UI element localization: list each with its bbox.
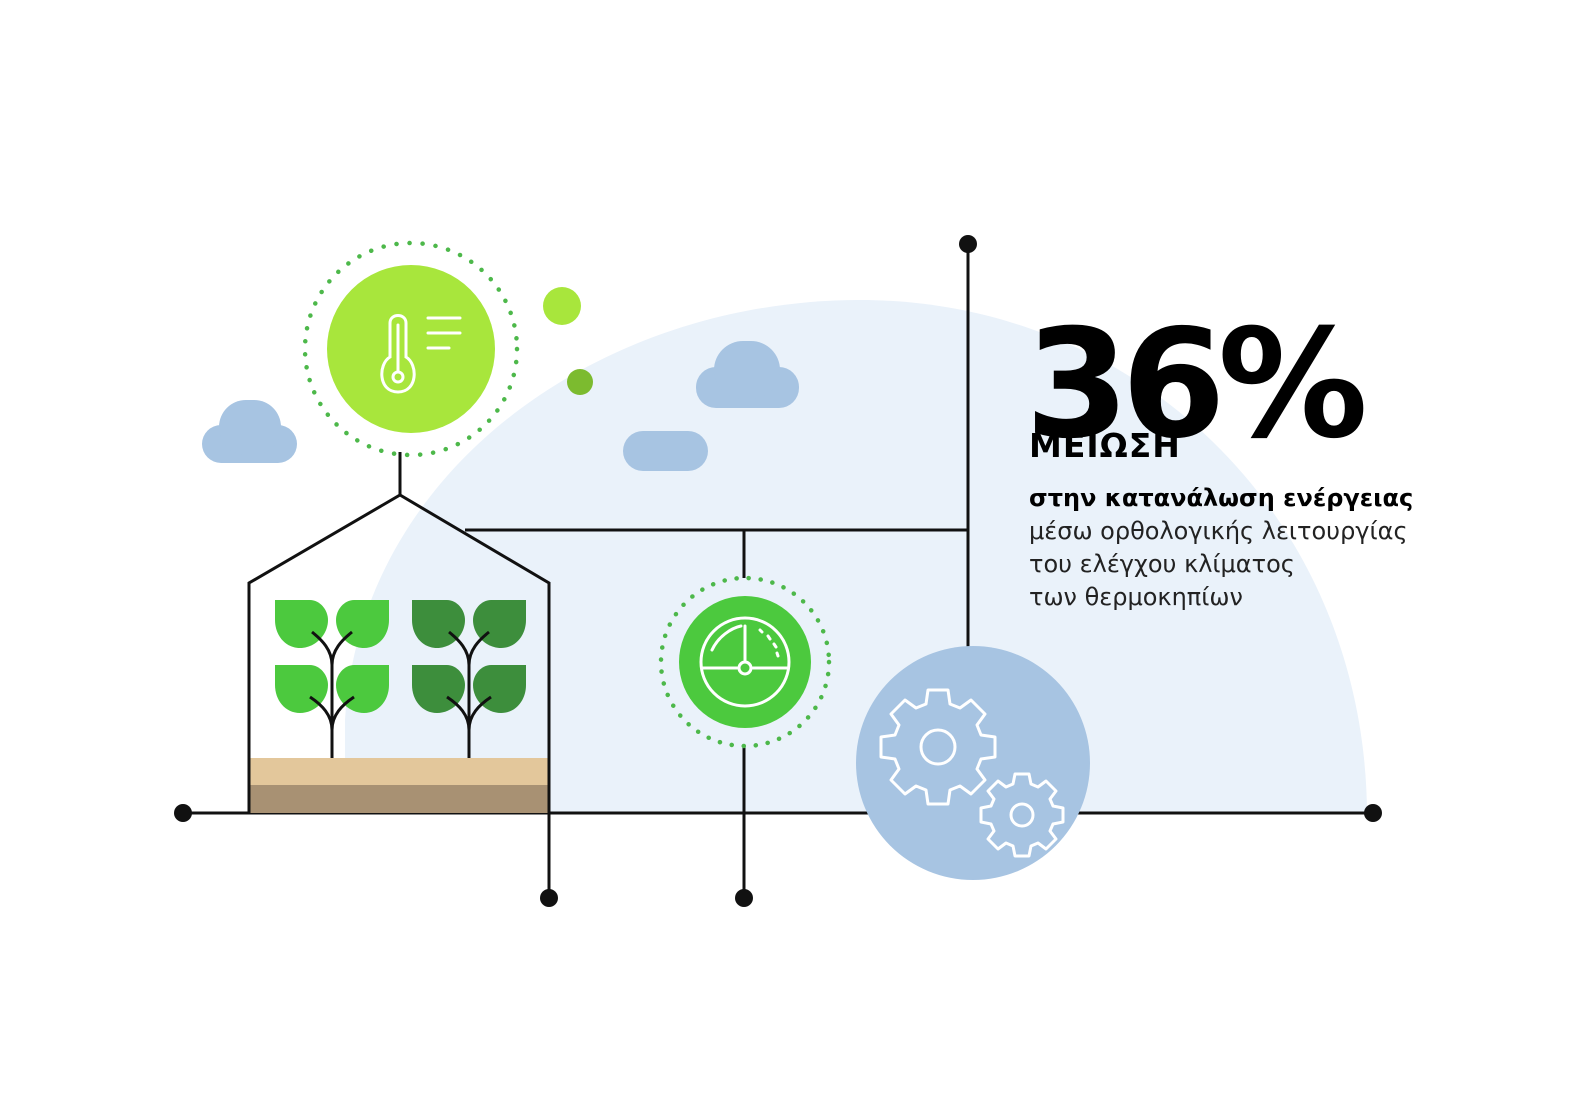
plant-icon xyxy=(412,600,526,758)
gears-icon xyxy=(879,688,1065,858)
cloud-icon xyxy=(202,400,297,463)
gears-badge xyxy=(856,646,1090,880)
description-line: μέσω ορθολογικής λειτουργίας xyxy=(1029,517,1408,545)
background-dome xyxy=(345,300,1367,813)
description-line: των θερμοκηπίων xyxy=(1029,583,1243,611)
gauge-badge xyxy=(658,575,832,749)
cloud-icon xyxy=(696,341,799,408)
description-bold-line: στην κατανάλωση ενέργειας xyxy=(1029,484,1414,512)
statistic-description: στην κατανάλωση ενέργειας μέσω ορθολογικ… xyxy=(1029,482,1489,614)
description-line: του ελέγχου κλίματος xyxy=(1029,550,1295,578)
gauge-icon xyxy=(699,616,791,708)
connector-endpoints xyxy=(174,235,1382,907)
thermometer-badge xyxy=(302,240,520,458)
headline-label: ΜΕΙΩΣΗ xyxy=(1029,426,1181,465)
decorative-dot xyxy=(567,369,593,395)
greenhouse-icon xyxy=(247,493,551,813)
thermometer-icon xyxy=(380,314,462,394)
headline-percentage: 36% xyxy=(1025,298,1368,472)
decorative-dot xyxy=(543,287,581,325)
plant-icon xyxy=(275,600,389,758)
cloud-icon xyxy=(623,431,708,471)
